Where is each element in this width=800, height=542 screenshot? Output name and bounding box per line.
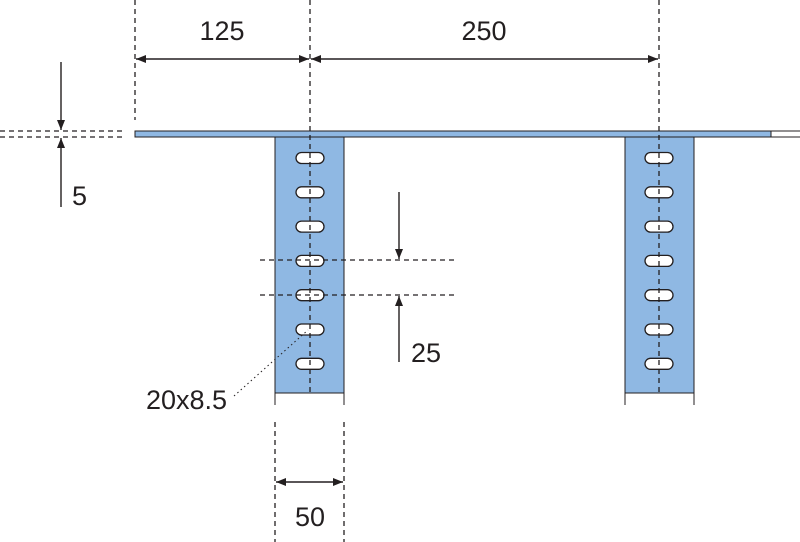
dimension-label-slot-size: 20x8.5: [146, 385, 227, 415]
dimension-label-width: 50: [295, 502, 325, 532]
dimension-label-250: 250: [461, 16, 506, 46]
slot-size-leader: [233, 329, 309, 397]
dimension-label-pitch: 25: [411, 338, 441, 368]
dimension-label-125: 125: [199, 16, 244, 46]
dimension-label-thickness: 5: [72, 181, 87, 211]
top-plate: [134, 130, 772, 138]
